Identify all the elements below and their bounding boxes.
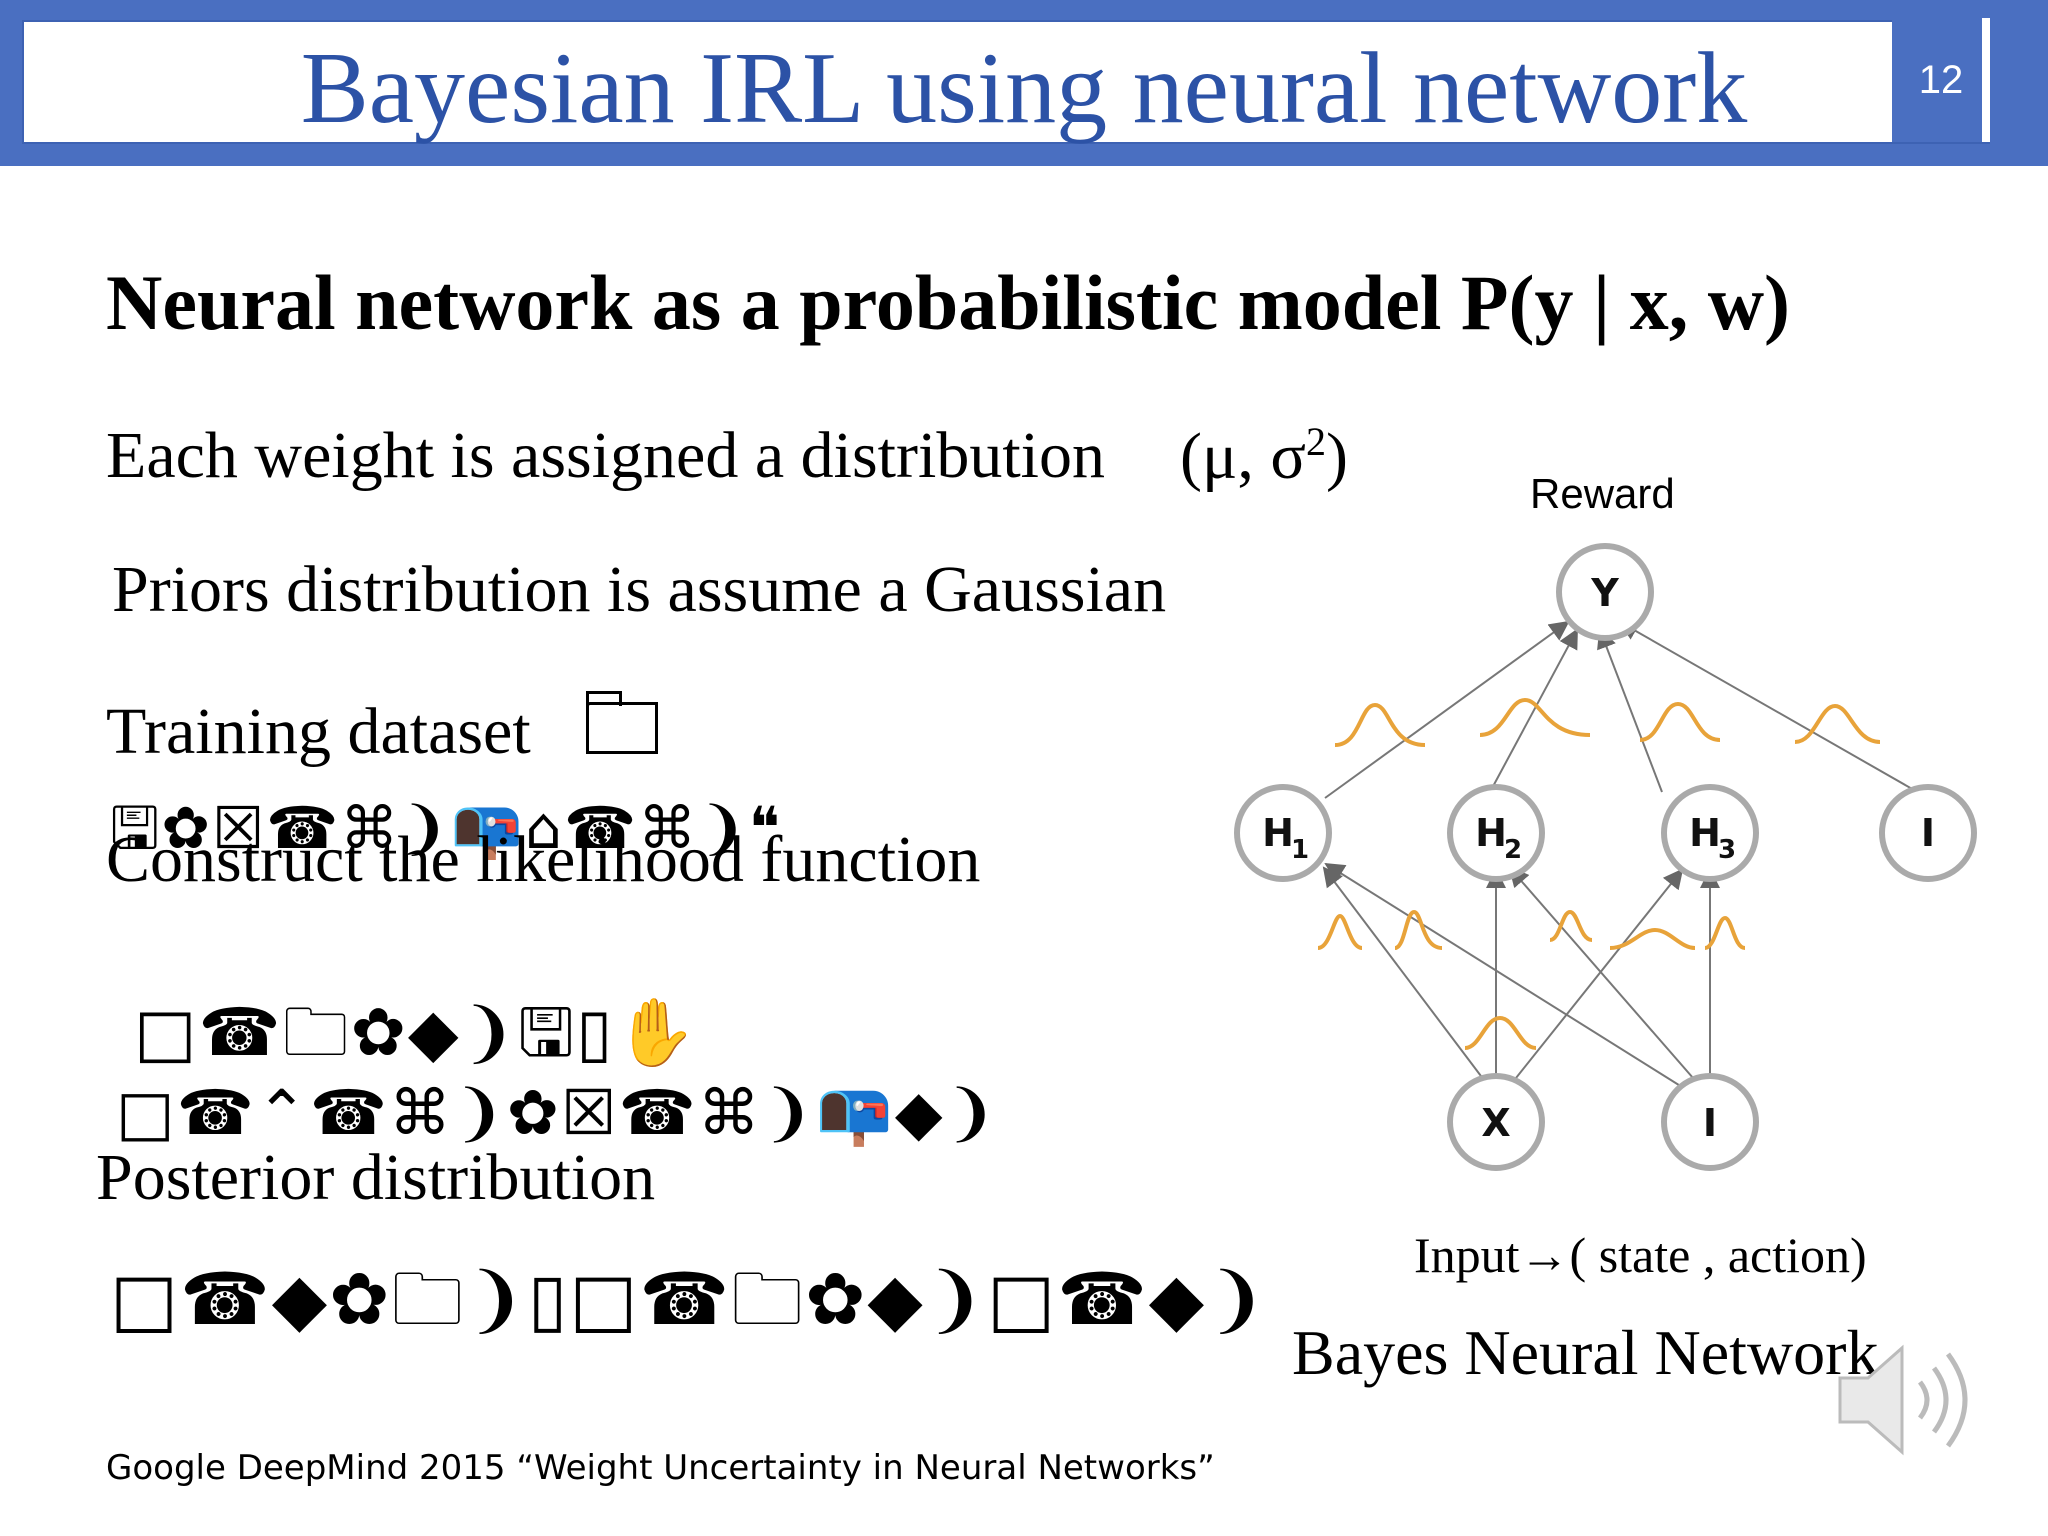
node-label-bias-input: I: [1703, 1101, 1717, 1145]
hidden-node-h3: [1661, 784, 1759, 882]
garbled-formula-row-2: □☎🗀✿◆❩🖫▯✋: [134, 994, 699, 1071]
posterior-text: Posterior distribution: [96, 1141, 656, 1214]
node-sub-h3: 3: [1718, 835, 1736, 865]
likelihood-text: Construct the likelihood function: [106, 823, 981, 896]
input-node-x: [1447, 1073, 1545, 1171]
node-sub-h2: 2: [1504, 835, 1522, 865]
input-bias-node: [1661, 1073, 1759, 1171]
training-dataset-text: Training dataset: [106, 695, 531, 768]
slide-title: Bayesian IRL using neural network: [300, 32, 1748, 145]
garbled-formula-row-4: □☎◆✿🗀❩▯□☎🗀✿◆❩□☎◆❩: [110, 1257, 1269, 1341]
priors-text: Priors distribution is assume a Gaussian: [112, 553, 1167, 626]
node-label-y: Y: [1590, 571, 1619, 615]
slide-subtitle: Neural network as a probabilistic model …: [106, 259, 1791, 346]
edges-hidden-to-output: [1324, 620, 1929, 799]
reward-label: Reward: [1530, 470, 1675, 517]
slide-number-edge: [1982, 18, 1990, 142]
title-box: [22, 20, 1990, 144]
garbled-formula-row-3: □☎⌃☎⌘❩✿☒☎⌘❩📭◆❩: [116, 1076, 999, 1149]
folder-icon: [586, 691, 658, 754]
output-node-y: [1556, 543, 1654, 641]
slide-number: 12: [1892, 18, 1990, 142]
node-label-x: X: [1481, 1101, 1510, 1145]
bayes-network-diagram: Y H 1 H 2 H 3 I X I: [1234, 543, 1977, 1171]
node-sub-h1: 1: [1291, 835, 1309, 865]
garbled-formula-row-1: 🖫✿☒☎⌘❩📭⌂☎⌘❩❝: [110, 794, 782, 862]
speaker-icon[interactable]: [1830, 1330, 1990, 1470]
citation-footer: Google DeepMind 2015 “Weight Uncertainty…: [106, 1448, 1215, 1488]
node-label-h1: H: [1262, 811, 1294, 855]
diagram-caption: Bayes Neural Network: [1292, 1317, 1879, 1388]
mu-sigma-math: (μ, σ2): [1180, 419, 1348, 493]
node-label-h3: H: [1689, 811, 1721, 855]
node-label-bias-hidden: I: [1921, 811, 1935, 855]
input-label: Input→( state , action): [1414, 1227, 1867, 1283]
hidden-node-h2: [1447, 784, 1545, 882]
hidden-node-h1: [1234, 784, 1332, 882]
network-nodes: [1234, 543, 1977, 1171]
edges-input-to-hidden: [1322, 862, 1720, 1093]
weight-distribution-text: Each weight is assigned a distribution: [106, 419, 1105, 492]
slide-number-text: 12: [1918, 57, 1964, 102]
hidden-bias-node: [1879, 784, 1977, 882]
weight-distribution-curves: [1317, 697, 1881, 1050]
node-label-h2: H: [1475, 811, 1507, 855]
